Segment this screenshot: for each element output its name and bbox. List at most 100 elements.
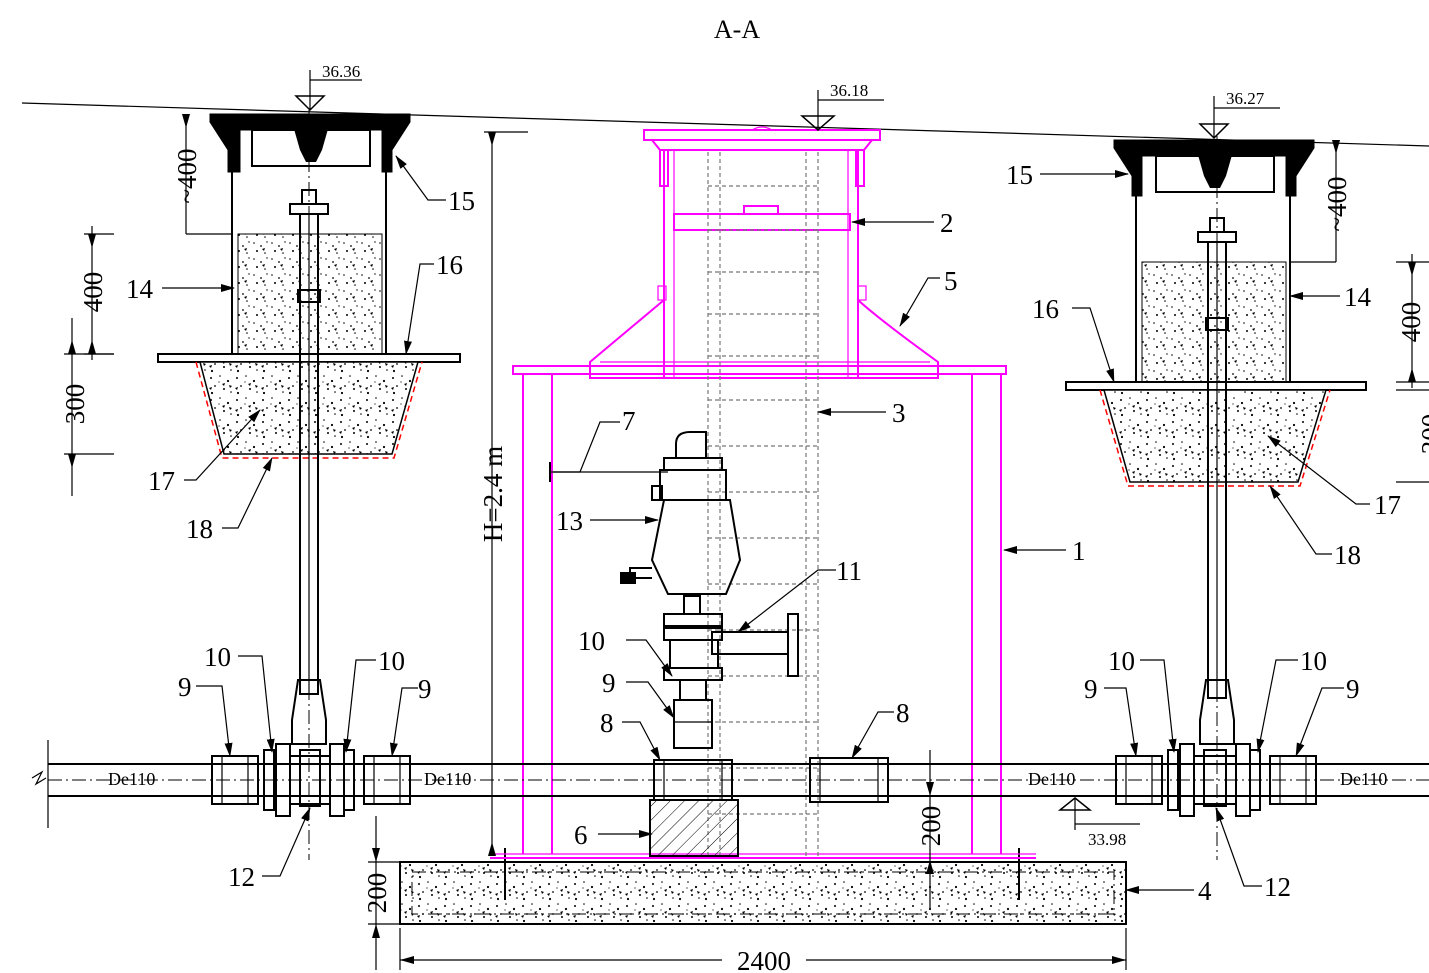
svg-text:16: 16: [436, 250, 463, 280]
callout-18-right: 18: [1269, 485, 1361, 570]
svg-text:5: 5: [944, 266, 958, 296]
svg-text:3: 3: [892, 398, 906, 428]
callout-15-right: 15: [1006, 160, 1129, 190]
ladder: [707, 152, 819, 856]
svg-text:8: 8: [896, 698, 910, 728]
dimension-base-width: 2400: [399, 928, 1127, 973]
callout-15-left: 15: [395, 155, 475, 216]
elevation-center-value: 36.18: [830, 81, 868, 100]
air-valve-stack: [620, 431, 799, 749]
callout-5: 5: [899, 266, 958, 327]
svg-text:9: 9: [418, 674, 432, 704]
svg-text:14: 14: [1344, 282, 1372, 312]
callout-10-right-outer: 10: [1256, 646, 1327, 753]
elevation-pipe-value: 33.98: [1088, 830, 1126, 849]
callout-12-left: 12: [228, 807, 311, 892]
right-fill-label: 400: [1396, 302, 1426, 343]
pipe-support-block: [649, 799, 739, 857]
svg-text:10: 10: [1300, 646, 1327, 676]
svg-text:17: 17: [148, 466, 175, 496]
svg-text:9: 9: [178, 672, 192, 702]
callout-18-left: 18: [186, 457, 273, 544]
dimension-left-depth: ~400: [172, 114, 232, 235]
svg-text:17: 17: [1374, 490, 1401, 520]
elevation-marker-right: 36.27: [1198, 89, 1280, 140]
svg-text:15: 15: [1006, 160, 1033, 190]
dimension-pipe-above-base: 200: [916, 750, 946, 908]
base-thickness-label: 200: [362, 873, 392, 914]
callout-16-right: 16: [1032, 294, 1115, 383]
shaft-assembly: [490, 126, 1036, 859]
svg-text:10: 10: [378, 646, 405, 676]
left-depth-label: ~400: [172, 148, 202, 203]
pipe-label-1: De110: [108, 769, 155, 789]
callout-9-left-outer: 9: [178, 672, 233, 757]
svg-text:10: 10: [1108, 646, 1135, 676]
callout-1: 1: [1003, 536, 1086, 566]
section-title: A-A: [714, 15, 760, 44]
callout-12-right: 12: [1215, 807, 1291, 902]
callout-10-left-outer: 10: [204, 642, 275, 753]
dimension-right-pad: 300: [1396, 389, 1429, 483]
callout-17-left: 17: [148, 409, 261, 496]
right-valve-well: [1065, 136, 1367, 860]
callout-14-left: 14: [126, 274, 235, 304]
callout-2: 2: [851, 208, 954, 238]
shaft-height-label: H=2.4 m: [478, 446, 508, 542]
dimension-right-fill: 400: [1396, 254, 1429, 388]
elevation-marker-left: 36.36: [294, 62, 362, 112]
svg-text:8: 8: [600, 708, 614, 738]
svg-text:13: 13: [556, 506, 583, 536]
pipe-label-4: De110: [1340, 769, 1387, 789]
ground-line: [21, 102, 1429, 147]
left-pad-label: 300: [60, 384, 90, 425]
svg-text:18: 18: [1334, 540, 1361, 570]
left-valve-well: [157, 110, 461, 860]
main-pipe: [31, 740, 1429, 828]
elevation-left-value: 36.36: [322, 62, 360, 81]
callout-16-left: 16: [404, 250, 463, 355]
callout-10-right-inner: 10: [1108, 646, 1177, 753]
svg-text:9: 9: [602, 668, 616, 698]
callout-6: 6: [574, 820, 653, 850]
callout-9-center: 9: [602, 668, 675, 719]
dimension-left-fill: 400: [78, 226, 114, 360]
callout-9-right-outer: 9: [1295, 674, 1360, 757]
callout-4: 4: [1125, 876, 1212, 906]
callout-10-center: 10: [578, 626, 673, 677]
svg-text:4: 4: [1198, 876, 1212, 906]
callout-7: 7: [549, 406, 668, 482]
svg-text:1: 1: [1072, 536, 1086, 566]
left-fill-label: 400: [78, 272, 108, 313]
dimension-left-pad: 300: [60, 318, 114, 496]
callout-14-right: 14: [1289, 282, 1372, 312]
svg-text:7: 7: [622, 406, 636, 436]
svg-text:2: 2: [940, 208, 954, 238]
svg-text:16: 16: [1032, 294, 1059, 324]
svg-text:11: 11: [836, 556, 862, 586]
pipe-label-2: De110: [424, 769, 471, 789]
svg-text:9: 9: [1346, 674, 1360, 704]
callout-17-right: 17: [1267, 435, 1401, 520]
svg-text:12: 12: [228, 862, 255, 892]
dimension-base-thickness: 200: [362, 816, 400, 970]
callout-10-left-inner: 10: [343, 646, 405, 753]
callout-13: 13: [556, 506, 659, 536]
svg-text:9: 9: [1084, 674, 1098, 704]
dimension-right-depth: ~400: [1290, 140, 1352, 263]
svg-text:10: 10: [204, 642, 231, 672]
elevation-right-value: 36.27: [1226, 89, 1265, 108]
base-slab-rebar: [411, 871, 1115, 915]
right-depth-label: ~400: [1322, 176, 1352, 231]
right-pad-label: 300: [1416, 414, 1429, 455]
callout-11: 11: [737, 556, 862, 633]
callout-9-left-inner: 9: [389, 674, 432, 757]
svg-text:15: 15: [448, 186, 475, 216]
svg-text:6: 6: [574, 820, 588, 850]
pipe-above-base-label: 200: [916, 806, 946, 847]
callout-3: 3: [817, 398, 906, 428]
elevation-marker-pipe: 33.98: [1057, 797, 1140, 849]
callout-8-right: 8: [851, 698, 910, 759]
